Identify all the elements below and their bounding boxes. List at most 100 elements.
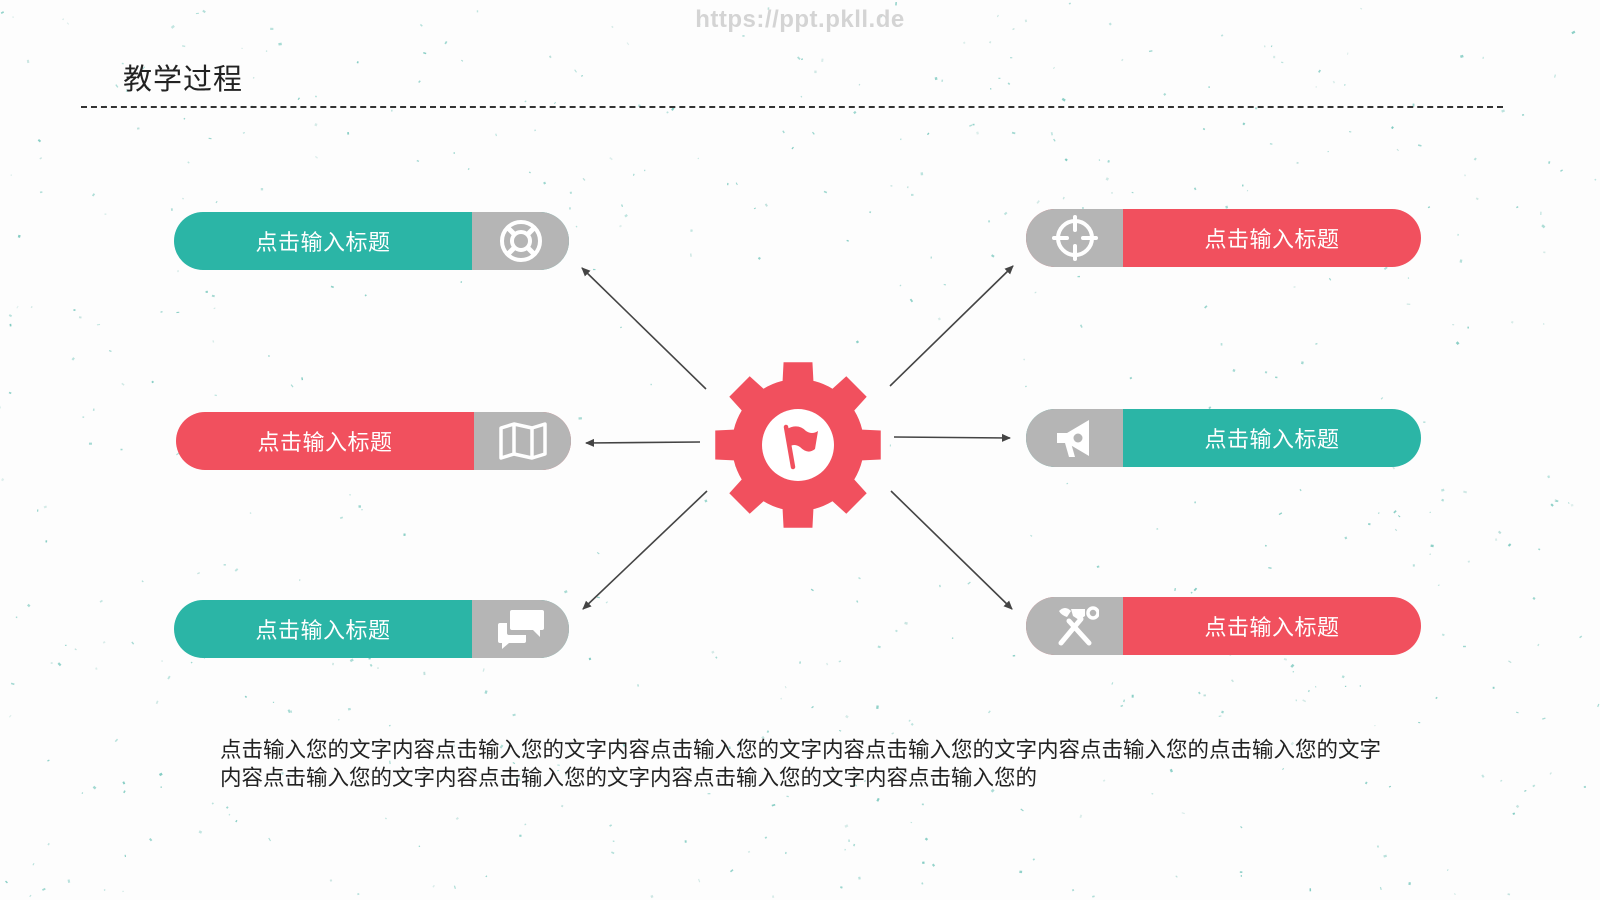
- speckle: [910, 722, 914, 726]
- speckle: [176, 311, 180, 314]
- speckle: [895, 629, 898, 633]
- lifebuoy-icon: [499, 220, 542, 262]
- speckle: [1541, 224, 1546, 229]
- speckle: [1583, 785, 1586, 789]
- speckle: [785, 851, 787, 855]
- speckle: [869, 211, 872, 214]
- speckle: [160, 786, 163, 788]
- item-4-label: 点击输入标题: [1204, 228, 1340, 253]
- speckle: [356, 61, 359, 64]
- chat-icon: [497, 610, 544, 649]
- speckle: [223, 564, 226, 566]
- speckle: [996, 14, 999, 18]
- speckle: [987, 710, 991, 714]
- speckle: [747, 850, 751, 854]
- speckle: [1096, 565, 1100, 568]
- speckle: [1347, 52, 1349, 55]
- speckle: [81, 792, 84, 794]
- speckle: [1174, 588, 1176, 592]
- speckle: [131, 641, 135, 645]
- speckle: [637, 684, 640, 687]
- speckle: [784, 686, 787, 689]
- speckle: [684, 840, 687, 843]
- speckle: [42, 887, 46, 891]
- speckle: [314, 155, 318, 159]
- speckle: [1507, 893, 1511, 896]
- speckle: [121, 62, 124, 65]
- speckle: [988, 220, 991, 223]
- speckle: [1053, 138, 1056, 142]
- speckle: [895, 1, 897, 6]
- speckle: [711, 650, 715, 654]
- speckle: [242, 132, 246, 134]
- speckle: [1314, 685, 1317, 688]
- speckle: [921, 882, 924, 885]
- speckle: [856, 600, 859, 603]
- item-3-pill[interactable]: 点击输入标题: [174, 600, 569, 658]
- speckle: [1204, 305, 1208, 309]
- speckle: [991, 254, 995, 258]
- speckle: [578, 417, 582, 420]
- speckle: [1280, 61, 1284, 64]
- speckle: [1383, 854, 1387, 858]
- speckle: [1293, 286, 1296, 288]
- speckle: [460, 281, 463, 283]
- speckle: [920, 172, 924, 176]
- speckle: [621, 204, 624, 208]
- speckle: [1570, 504, 1574, 507]
- speckle: [1454, 893, 1456, 895]
- speckle: [1418, 721, 1421, 724]
- speckle: [1328, 277, 1332, 281]
- item-1-pill[interactable]: 点击输入标题: [174, 212, 569, 270]
- item-4-pill[interactable]: 点击输入标题: [1026, 209, 1421, 267]
- speckle: [403, 533, 406, 537]
- speckle: [1105, 177, 1109, 181]
- speckle: [698, 878, 701, 883]
- speckle: [1467, 326, 1469, 329]
- speckle: [797, 56, 801, 61]
- speckle: [191, 85, 194, 89]
- speckle: [1107, 160, 1110, 163]
- item-6-label: 点击输入标题: [1204, 616, 1340, 641]
- speckle: [1550, 503, 1554, 507]
- title-divider: [81, 106, 1503, 108]
- body-paragraph: 点击输入您的文字内容点击输入您的文字内容点击输入您的文字内容点击输入您的文字内容…: [220, 738, 1382, 791]
- speckle: [844, 824, 849, 828]
- speckle: [1190, 591, 1193, 594]
- item-5-pill[interactable]: 点击输入标题: [1026, 409, 1421, 467]
- speckle: [976, 131, 979, 135]
- speckle: [124, 854, 127, 858]
- speckle: [564, 773, 567, 776]
- speckle: [155, 700, 159, 705]
- speckle: [943, 283, 946, 286]
- speckle: [618, 224, 622, 228]
- speckle: [1239, 871, 1243, 874]
- speckle: [1597, 703, 1600, 708]
- item-6-pill[interactable]: 点击输入标题: [1026, 597, 1421, 655]
- speckle: [17, 234, 21, 238]
- speckle: [1532, 596, 1536, 600]
- speckle: [1092, 895, 1095, 898]
- speckle: [1282, 767, 1285, 771]
- speckle: [1253, 754, 1255, 757]
- speckle: [349, 658, 354, 663]
- item-2-pill[interactable]: 点击输入标题: [176, 412, 571, 470]
- speckle: [1156, 528, 1159, 530]
- speckle: [337, 718, 340, 721]
- speckle: [260, 188, 264, 191]
- speckle: [241, 47, 243, 50]
- speckle: [136, 127, 140, 130]
- speckle: [96, 323, 101, 326]
- speckle: [1452, 324, 1455, 326]
- speckle: [1406, 303, 1411, 305]
- speckle: [512, 762, 516, 765]
- speckle: [197, 572, 201, 575]
- speckle: [1032, 858, 1035, 861]
- speckle: [909, 298, 914, 303]
- speckle: [1011, 131, 1016, 135]
- speckle: [1512, 812, 1516, 815]
- speckle: [104, 213, 107, 216]
- speckle: [92, 408, 95, 411]
- speckle: [766, 730, 770, 733]
- speckle: [900, 138, 902, 141]
